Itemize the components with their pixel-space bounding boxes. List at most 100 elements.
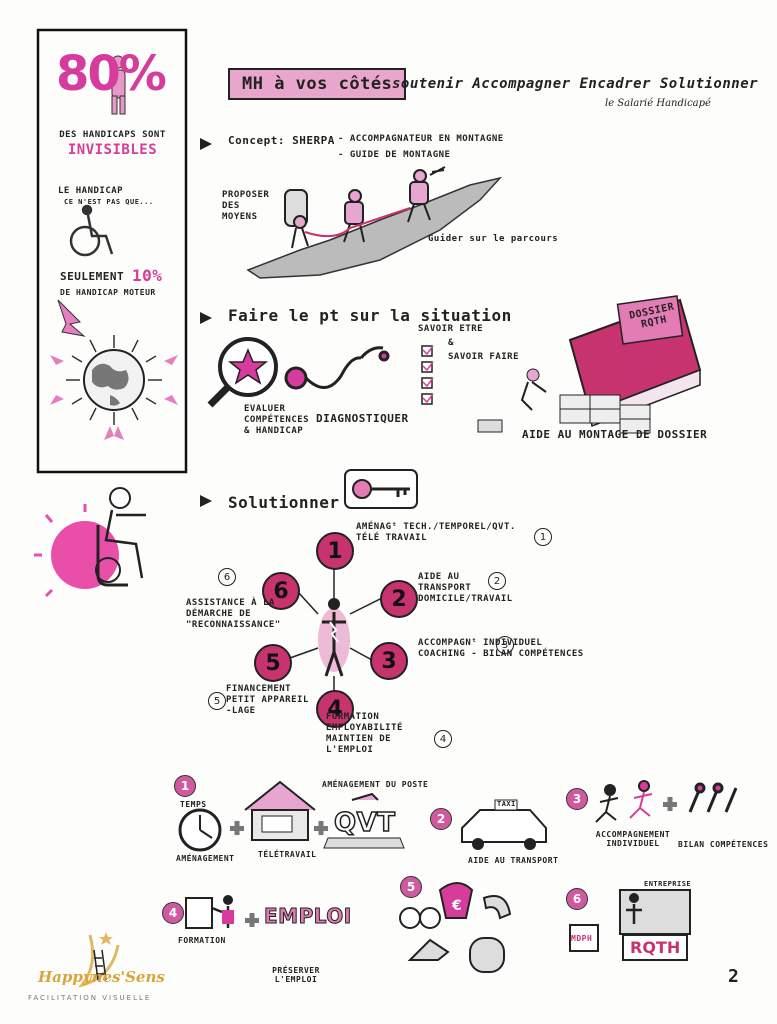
runners-icon <box>595 780 653 823</box>
rqth-sign: RQTH <box>622 934 689 961</box>
solution-text-5: FINANCEMENT PETIT APPAREIL -LAGE <box>226 684 309 716</box>
accompagnement-label: ACCOMPAGNEMENT INDIVIDUEL <box>595 830 671 848</box>
savoir-etre: SAVOIR ETRE <box>418 324 484 334</box>
header-title: MH à vos côtés <box>242 74 393 94</box>
house-laptop-icon <box>244 780 316 841</box>
solutionner-title: Solutionner <box>228 493 340 512</box>
bottom-number-4: 4 <box>162 902 184 924</box>
only10-b: 10% <box>132 266 163 285</box>
brand-name: Happynes'Sens <box>38 968 165 986</box>
savoir-faire: SAVOIR FAIRE <box>448 352 520 362</box>
dossier-icon <box>477 295 702 434</box>
bottom-number-1: 1 <box>174 775 196 797</box>
plus-icon <box>245 913 259 927</box>
checklist-icon <box>421 345 434 405</box>
invisible-line2: INVISIBLES <box>67 142 158 158</box>
page-number: 2 <box>728 966 740 987</box>
solution-text-2: AIDE AU TRANSPORT DOMICILE/TRAVAIL <box>418 572 513 604</box>
wheelchair-icon <box>69 204 114 257</box>
amenagement-label: AMÉNAGEMENT <box>176 854 235 863</box>
spokes <box>289 566 383 692</box>
bilan-label: BILAN COMPÉTENCES <box>678 840 769 849</box>
bullet-icon <box>200 138 212 150</box>
bottom-number-2: 2 <box>430 808 452 830</box>
solution-mark-4: 4 <box>434 730 452 748</box>
savoir-et: & <box>448 338 454 348</box>
mountain-icon <box>246 176 503 279</box>
entreprise-label: ENTREPRISE <box>644 880 692 888</box>
easel-icon <box>185 895 234 929</box>
solution-number-2: 2 <box>380 580 418 618</box>
wheelchair-user-icon <box>34 487 146 598</box>
solution-number-6: 6 <box>262 572 300 610</box>
bottom-number-3: 3 <box>566 788 588 810</box>
euro-label: € <box>452 898 462 914</box>
devices-icon <box>399 882 512 973</box>
temps-label: TEMPS <box>180 800 207 809</box>
rqth-label: RQTH <box>630 938 681 957</box>
concept-line1: - ACCOMPAGNATEUR EN MONTAGNE <box>338 134 504 144</box>
concept-line2: - GUIDE DE MONTAGNE <box>338 150 451 160</box>
preserver-label: PRÉSERVER L'EMPLOI <box>272 966 320 984</box>
plus-icon <box>663 797 677 811</box>
emploi-label: EMPLOI <box>264 904 352 929</box>
clock-icon <box>178 808 222 852</box>
arrow-icon <box>57 299 86 337</box>
qvt-label: QVT <box>333 807 396 839</box>
solution-mark-1: 1 <box>534 528 552 546</box>
solution-text-3: ACCOMPAGNᵗ INDIVIDUEL COACHING - BILAN C… <box>418 638 584 659</box>
stethoscope-icon <box>284 346 390 390</box>
header-subtitle: le Salarié Handicapé <box>605 98 711 109</box>
solution-mark-6: 6 <box>218 568 236 586</box>
bottom-number-5: 5 <box>400 876 422 898</box>
concept-label: Concept: SHERPA <box>228 134 335 147</box>
taxi-icon <box>461 799 547 850</box>
solution-number-3: 3 <box>370 642 408 680</box>
solution-number-5: 5 <box>254 644 292 682</box>
qvt-icon <box>323 792 405 849</box>
magnifier-icon <box>207 337 278 408</box>
formation-label: FORMATION <box>178 936 226 945</box>
concept-proposer: PROPOSER DES MOYENS <box>222 190 270 222</box>
handicap-line2: CE N'EST PAS QUE... <box>64 198 154 206</box>
solution-number-4: 4 <box>316 690 354 728</box>
person-icon <box>111 55 126 115</box>
climbers-icon <box>284 166 446 249</box>
situation-title: Faire le pt sur la situation <box>228 306 512 325</box>
entrance-icon <box>569 889 691 952</box>
header-verbs: soutenir Accompagner Encadrer Solutionne… <box>392 76 759 92</box>
solution-text-4: FORMATION EMPLOYABILITÉ MAINTIEN DE L'EM… <box>326 712 403 755</box>
brand-tagline: FACILITATION VISUELLE <box>28 994 152 1002</box>
handicap-line1: LE HANDICAP <box>58 186 124 196</box>
solution-mark-3: 3 <box>496 636 514 654</box>
aide-transport-label: AIDE AU TRANSPORT <box>468 856 559 865</box>
taxi-label: TAXI <box>497 800 516 808</box>
only10-a: SEULEMENT <box>60 270 125 283</box>
bottom-number-6: 6 <box>566 888 588 910</box>
header-title-box: MH à vos côtés <box>228 68 407 100</box>
sidebar-frame <box>36 28 188 474</box>
invisible-line1: DES HANDICAPS SONT <box>59 130 166 140</box>
concept-guider: Guider sur le parcours <box>428 234 559 244</box>
mdph-label: MDPH <box>571 934 593 943</box>
aide-montage-label: AIDE AU MONTAGE DE DOSSIER <box>522 428 708 441</box>
amenagement-poste-label: AMÉNAGEMENT DU POSTE <box>322 780 429 789</box>
solution-mark-5: 5 <box>208 692 226 710</box>
solution-mark-2: 2 <box>488 572 506 590</box>
only10-c: DE HANDICAP MOTEUR <box>60 288 156 297</box>
plus-icon <box>230 821 244 835</box>
bullet-icon <box>200 495 212 507</box>
solution-text-6: ASSISTANCE À LA DÉMARCHE DE "RECONNAISSA… <box>186 598 281 630</box>
solution-text-1: AMÉNAGᵗ TECH./TEMPOREL/QVT. TÉLÉ TRAVAIL <box>356 522 516 543</box>
tools-icon <box>688 782 738 813</box>
key-icon <box>344 469 418 509</box>
bullet-icon <box>200 312 212 324</box>
plus-icon <box>314 821 328 835</box>
evaluer-label: EVALUER COMPÉTENCES & HANDICAP <box>244 404 310 436</box>
central-figure-icon <box>318 598 350 677</box>
solution-number-1: 1 <box>316 532 354 570</box>
globe-icon <box>50 335 178 440</box>
stat-80-percent: 80% <box>56 46 167 102</box>
